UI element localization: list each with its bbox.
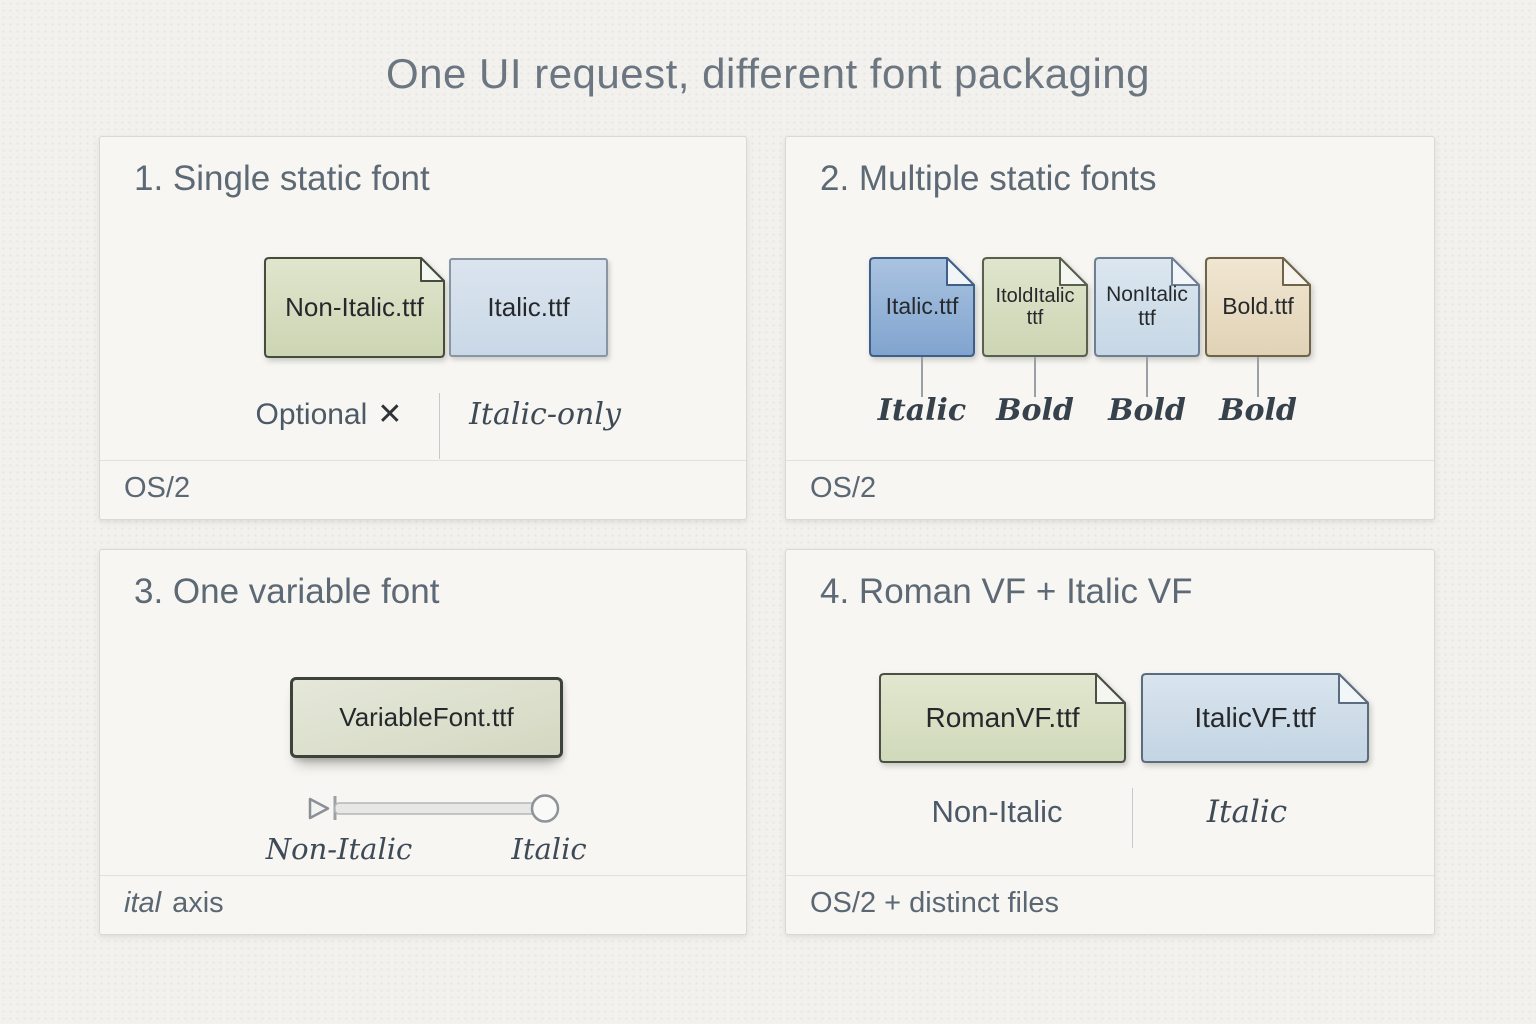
panel-single-static-font: 1. Single static font Non-Italic.ttf Ita…: [99, 136, 747, 520]
file-page-fold-icon: [869, 257, 975, 357]
page-title: One UI request, different font packaging: [385, 50, 1151, 97]
file-label: ItalicVF.ttf: [1194, 702, 1316, 734]
connector-line: [1034, 357, 1036, 397]
file-non-italic-ttf: Non-Italic.ttf: [264, 257, 445, 358]
panel2-heading: 2. Multiple static fonts: [820, 159, 1157, 198]
x-mark-icon: ✕: [377, 398, 403, 431]
file-nonitalic-ttf: NonItalic ttf: [1094, 257, 1200, 357]
annotation-divider: [439, 393, 440, 459]
footer-label: OS/2: [124, 472, 191, 504]
file-page-fold-icon: [1205, 257, 1311, 357]
file-label: ItoldItalic ttf: [995, 284, 1075, 329]
file-bolditalic-ttf: ItoldItalic ttf: [982, 257, 1088, 357]
file-label: RomanVF.ttf: [925, 702, 1080, 734]
annotation-optional: Optional ✕: [218, 397, 440, 432]
file-label: NonItalic ttf: [1106, 283, 1188, 330]
annotation-optional-label: Optional: [255, 398, 368, 431]
file-label: VariableFont.ttf: [339, 701, 514, 732]
panel3-heading: 3. One variable font: [134, 572, 440, 611]
annotation-non-italic: Non-Italic: [931, 794, 1063, 829]
ital-axis-slider: [298, 788, 568, 835]
file-italic-ttf: Italic.ttf: [449, 258, 608, 357]
file-label: Italic.ttf: [885, 293, 959, 320]
file-page-fold-icon: [264, 257, 445, 358]
panel4-heading: 4. Roman VF + Italic VF: [820, 572, 1193, 611]
slider-knob[interactable]: [530, 794, 560, 823]
ital-axis-tag: ital: [124, 887, 162, 919]
file-page-fold-icon: [879, 673, 1126, 763]
panel-one-variable-font: 3. One variable font VariableFont.ttf No…: [99, 549, 747, 935]
axis-word: axis: [172, 887, 224, 919]
connector-line: [1257, 357, 1259, 397]
file-page-fold-icon: [982, 257, 1088, 357]
panel3-footer: ital axis: [100, 875, 746, 934]
panel2-footer: OS/2: [786, 460, 1434, 519]
footer-label: ital axis: [124, 887, 224, 920]
annotation-italic: Italic: [1206, 794, 1288, 830]
file-italicvf-ttf: ItalicVF.ttf: [1141, 673, 1369, 763]
file-page-fold-icon: [1141, 673, 1369, 763]
annotation-divider: [1132, 788, 1133, 848]
connector-line: [1146, 357, 1148, 397]
panel-multiple-static-fonts: 2. Multiple static fonts Italic.ttf Itol…: [785, 136, 1435, 520]
file-bold-ttf: Bold.ttf: [1205, 257, 1311, 357]
file-variablefont-ttf: VariableFont.ttf: [290, 677, 563, 758]
file-label: Italic.ttf: [487, 291, 570, 322]
connector-line: [921, 357, 923, 397]
file-page-fold-icon: [1094, 257, 1200, 357]
slider-right-label: Italic: [511, 832, 587, 866]
footer-label: OS/2: [810, 472, 877, 504]
style-tag-bold: Bold: [996, 393, 1074, 428]
file-label: Non-Italic.ttf: [285, 291, 424, 322]
style-tag-bold: Bold: [1219, 393, 1297, 428]
footer-label: OS/2 + distinct files: [810, 887, 1060, 919]
style-tag-italic: Italic: [877, 393, 967, 428]
file-label: Bold.ttf: [1222, 293, 1294, 320]
slider-track[interactable]: [334, 802, 543, 815]
panel-roman-vf-italic-vf: 4. Roman VF + Italic VF RomanVF.ttf Ital…: [785, 549, 1435, 935]
annotation-italic-only: Italic-only: [469, 397, 621, 432]
panel1-footer: OS/2: [100, 460, 746, 519]
slider-left-label: Non-Italic: [265, 832, 413, 866]
style-tag-bold: Bold: [1108, 393, 1186, 428]
file-romanvf-ttf: RomanVF.ttf: [879, 673, 1126, 763]
panel4-footer: OS/2 + distinct files: [786, 875, 1434, 934]
panel1-heading: 1. Single static font: [134, 159, 430, 198]
file-italic-ttf: Italic.ttf: [869, 257, 975, 357]
slider-triangle-icon: [308, 797, 330, 820]
